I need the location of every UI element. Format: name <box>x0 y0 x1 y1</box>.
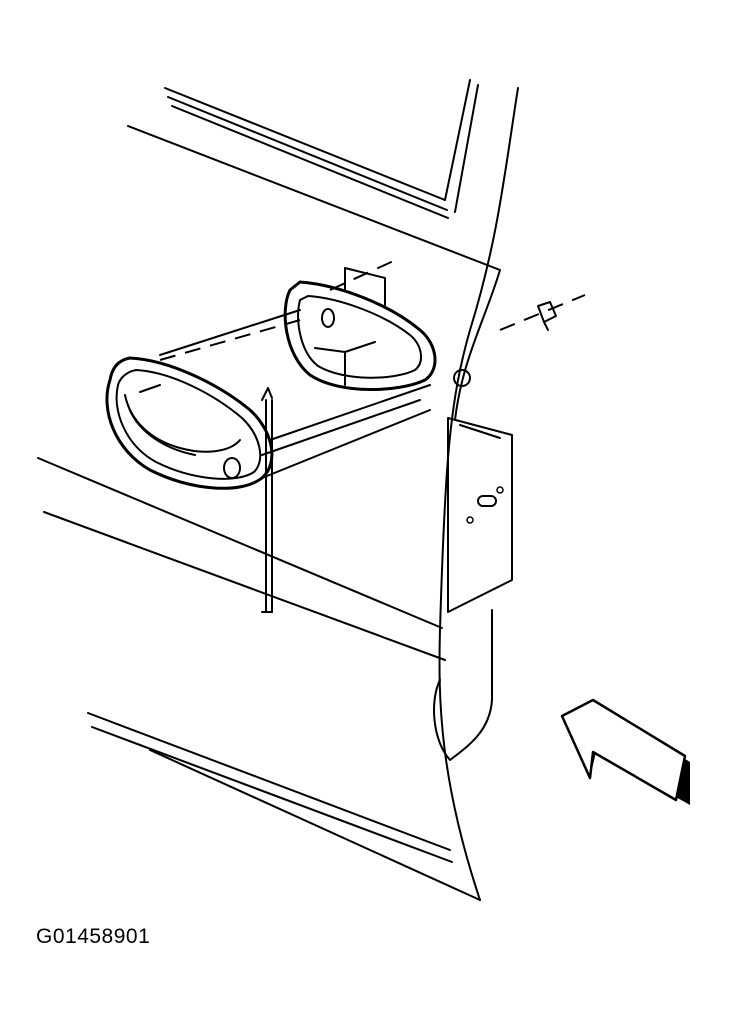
outside-door-handle <box>105 356 274 490</box>
handle-bezel <box>283 267 437 391</box>
retaining-nut <box>499 294 586 331</box>
view-arrow-icon <box>560 698 690 805</box>
handle-rod <box>261 387 273 613</box>
assembly-lines <box>159 309 431 479</box>
door-latch-plate <box>447 369 513 613</box>
window-frame <box>127 79 501 271</box>
figure-code: G01458901 <box>36 925 151 948</box>
